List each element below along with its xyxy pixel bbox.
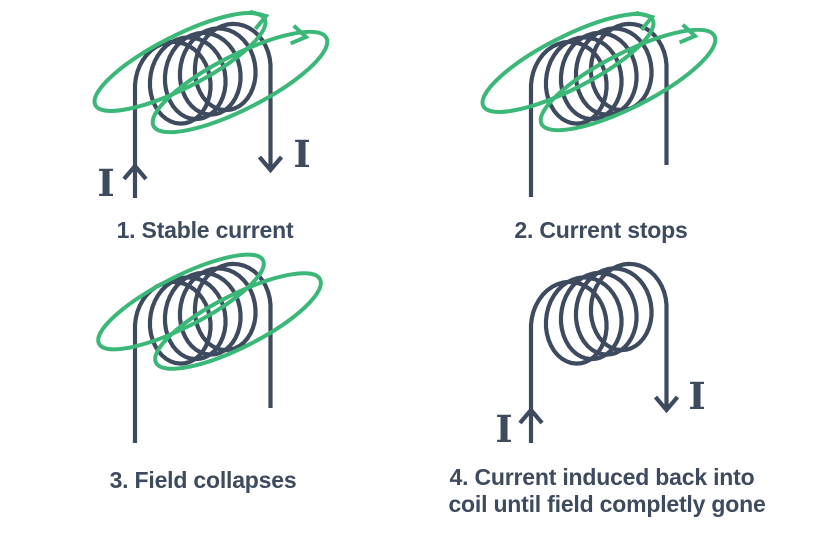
inductor-coil [132, 261, 273, 443]
magnetic-field-line-lower [153, 271, 323, 371]
inductor-coil [528, 21, 669, 197]
current-label-left: I [495, 407, 512, 451]
inductor-coil [528, 261, 669, 443]
panel-1-stable-current: I I 1. Stable current [92, 9, 330, 243]
magnetic-field-line-upper [96, 252, 266, 352]
current-arrow-up-icon [518, 406, 544, 425]
panel-caption: 3. Field collapses [110, 467, 297, 493]
field-direction-arrow-icon [678, 23, 699, 45]
panel-3-field-collapses: 3. Field collapses [96, 252, 323, 493]
field-direction-arrow-icon [289, 24, 310, 46]
panel-caption: 2. Current stops [514, 217, 687, 243]
panel-caption-line1: 4. Current induced back into [450, 464, 755, 490]
field-direction-arrow-icon [635, 10, 656, 32]
current-label-right: I [293, 132, 310, 176]
current-arrow-up-icon [122, 162, 148, 181]
current-label-left: I [97, 161, 114, 205]
panel-2-current-stops: 2. Current stops [480, 10, 718, 243]
panel-4-current-induced: I I 4. Current induced back into coil un… [448, 261, 766, 517]
current-arrow-down-icon [257, 155, 284, 174]
magnetic-field-line-upper [480, 12, 656, 114]
inductor-coil [132, 21, 273, 198]
magnetic-field-line-lower [150, 29, 330, 135]
current-arrow-down-icon [653, 395, 680, 414]
panel-caption-line2: coil until field completly gone [448, 491, 765, 517]
current-label-right: I [688, 374, 705, 418]
magnetic-field-line-lower [538, 27, 718, 133]
field-direction-arrow-icon [249, 9, 270, 31]
panel-caption: 1. Stable current [117, 217, 294, 243]
